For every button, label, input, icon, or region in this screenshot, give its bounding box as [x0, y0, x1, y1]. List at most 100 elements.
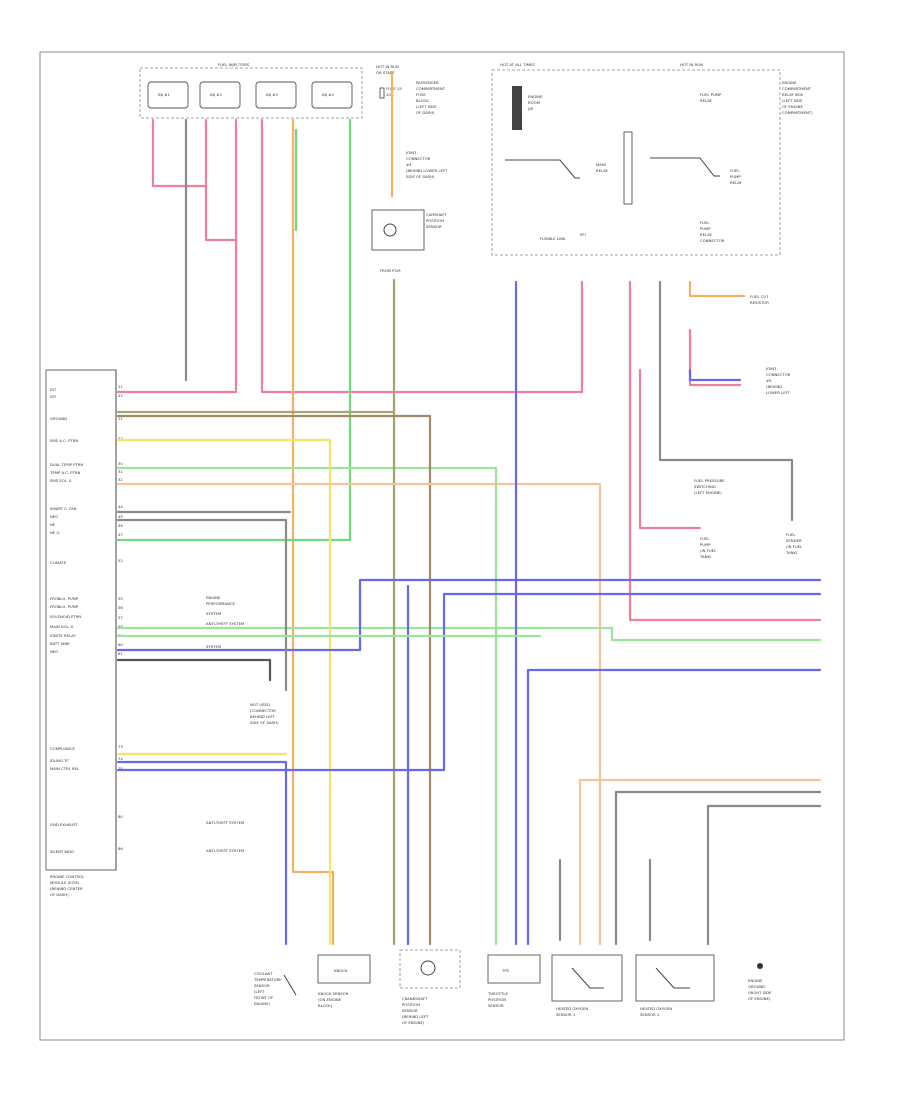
svg-text:FUSIBLE LINK: FUSIBLE LINK: [540, 236, 566, 241]
svg-text:44: 44: [118, 504, 123, 509]
svg-text:FROBLO. PUMP: FROBLO. PUMP: [50, 604, 79, 609]
svg-text:56: 56: [118, 605, 123, 610]
svg-text:ENGINE: ENGINE: [206, 595, 221, 600]
svg-text:SWITCHING: SWITCHING: [694, 484, 716, 489]
svg-text:#5: #5: [766, 378, 772, 383]
svg-text:SENSOR: SENSOR: [426, 224, 442, 229]
fuel-pump-assembly: FUEL PUMP (IN FUEL TANK) FUEL SENDER (IN…: [699, 532, 803, 559]
svg-text:OF DASH): OF DASH): [416, 110, 435, 115]
wire-pink-7: [638, 368, 702, 530]
svg-text:46: 46: [118, 523, 123, 528]
svg-text:COMPARTMENT): COMPARTMENT): [782, 110, 813, 115]
svg-text:SMS SOL. II: SMS SOL. II: [50, 478, 71, 483]
svg-text:INJ #3: INJ #3: [266, 92, 278, 97]
svg-text:SILENT WDG: SILENT WDG: [50, 849, 74, 854]
svg-text:NE: NE: [50, 522, 56, 527]
throttle-position-sensor: TPS THROTTLE POSITION SENSOR: [487, 954, 541, 1008]
wire-gray-29: [116, 518, 288, 692]
svg-text:FUEL: FUEL: [700, 536, 710, 541]
wire-gray-33: [706, 804, 822, 946]
svg-text:IGT: IGT: [50, 387, 57, 392]
crankshaft-position-sensor: CRANKSHAFT POSITION SENSOR (BEHIND LEFT …: [399, 949, 461, 1025]
svg-text:CAMSHAFT: CAMSHAFT: [426, 212, 448, 217]
svg-text:MODULE (ECM): MODULE (ECM): [50, 880, 79, 885]
svg-text:CONNECTOR: CONNECTOR: [700, 238, 725, 243]
svg-text:POSITION: POSITION: [488, 997, 506, 1002]
svg-text:MAIN: MAIN: [596, 162, 606, 167]
svg-text:(BEHIND LEFT: (BEHIND LEFT: [402, 1014, 429, 1019]
svg-text:(IN FUEL: (IN FUEL: [700, 548, 717, 553]
svg-text:PUMP: PUMP: [730, 174, 741, 179]
wire-peach-21: [578, 778, 822, 946]
wire-pink-4: [260, 118, 584, 394]
svg-text:KNOCK SENSOR: KNOCK SENSOR: [318, 991, 349, 996]
svg-text:HOT IN RUN: HOT IN RUN: [680, 62, 703, 67]
wire-blue-28: [688, 368, 742, 382]
svg-text:ENGINE CONTROL: ENGINE CONTROL: [50, 874, 85, 879]
svg-text:SYSTEM: SYSTEM: [206, 611, 221, 616]
svg-text:PUMP: PUMP: [700, 226, 711, 231]
svg-text:ROOM: ROOM: [528, 100, 540, 105]
svg-text:SMART C. FAN: SMART C. FAN: [50, 506, 77, 511]
svg-text:FROBLO. PUMP: FROBLO. PUMP: [50, 596, 79, 601]
svg-text:RELAY: RELAY: [700, 98, 713, 103]
svg-text:11: 11: [118, 416, 123, 421]
svg-text:HOT AT ALL TIMES: HOT AT ALL TIMES: [500, 62, 535, 67]
svg-text:FUEL PRESSURE: FUEL PRESSURE: [694, 478, 725, 483]
svg-text:IDLING TC: IDLING TC: [50, 758, 69, 763]
svg-text:MAIN SOL. II: MAIN SOL. II: [50, 624, 73, 629]
joint-connector-right: JOINT CONNECTOR #5 (BEHIND LOWER LEFT: [765, 366, 791, 395]
svg-text:RELAY BOX: RELAY BOX: [782, 92, 803, 97]
wire-orange-8: [291, 118, 335, 946]
wire-blue-26: [526, 668, 822, 946]
heated-oxygen-sensor-2: HEATED OXYGEN SENSOR 2: [635, 954, 715, 1017]
svg-text:JOINT: JOINT: [765, 366, 777, 371]
svg-text:J/B: J/B: [527, 106, 533, 111]
svg-text:EFI: EFI: [580, 232, 586, 237]
svg-text:COOLANT: COOLANT: [254, 971, 273, 976]
svg-text:74: 74: [118, 756, 123, 761]
knock-sensor: KNOCK KNOCK SENSOR (ON ENGINE BLOCK): [317, 954, 371, 1008]
wire-lightgreen-14: [116, 626, 822, 642]
svg-text:TPS: TPS: [501, 968, 510, 973]
wire-pink-1: [151, 118, 208, 188]
wire-pink-5: [628, 280, 822, 622]
svg-text:ANTI-THEFT SYSTEM: ANTI-THEFT SYSTEM: [206, 848, 244, 853]
wire-blue-23: [116, 578, 822, 652]
svg-text:FUEL: FUEL: [700, 220, 710, 225]
svg-text:TANK): TANK): [785, 550, 798, 555]
wire-blue-25: [116, 592, 822, 772]
svg-text:(IN FUEL: (IN FUEL: [786, 544, 803, 549]
svg-text:INJ #1: INJ #1: [158, 92, 170, 97]
svg-text:RESISTOR: RESISTOR: [750, 300, 769, 305]
svg-text:COMPLIANCE: COMPLIANCE: [50, 746, 76, 751]
svg-text:THROTTLE: THROTTLE: [487, 991, 508, 996]
efi-fuse: [512, 86, 522, 130]
svg-text:INJ #2: INJ #2: [210, 92, 222, 97]
svg-text:80: 80: [118, 814, 123, 819]
ground-point: ENGINE GROUND (RIGHT SIDE OF ENGINE): [748, 963, 772, 1001]
injector-4: INJ #4: [311, 81, 353, 109]
fuel-cut-resistor: FUEL CUT RESISTOR: [750, 294, 769, 305]
svg-text:TEMPERATURE: TEMPERATURE: [253, 977, 282, 982]
wire-green-11: [116, 118, 352, 542]
svg-text:LOWER LEFT: LOWER LEFT: [766, 390, 791, 395]
wire-lightgreen-13: [116, 466, 498, 946]
svg-text:SYSTEM: SYSTEM: [206, 644, 221, 649]
svg-text:58: 58: [118, 624, 123, 629]
svg-text:52: 52: [118, 558, 123, 563]
injector-3: INJ #3: [255, 81, 297, 109]
svg-text:RELAY: RELAY: [596, 168, 609, 173]
svg-text:BATT VIBR: BATT VIBR: [50, 641, 70, 646]
svg-text:32: 32: [118, 477, 123, 482]
svg-text:NOT USED: NOT USED: [250, 702, 270, 707]
svg-text:HEATED OXYGEN: HEATED OXYGEN: [640, 1006, 672, 1011]
svg-text:PASSENGER: PASSENGER: [416, 80, 439, 85]
diagram-frame: [39, 51, 845, 1041]
wires: [116, 70, 822, 946]
svg-text:IGNITE RELAY: IGNITE RELAY: [50, 633, 76, 638]
svg-text:GROUND: GROUND: [748, 984, 765, 989]
svg-text:TANK): TANK): [699, 554, 712, 559]
efi-relay-area: HOT AT ALL TIMES ENGINE ROOM J/B HOT IN …: [491, 62, 813, 256]
svg-text:SENSOR: SENSOR: [254, 983, 270, 988]
